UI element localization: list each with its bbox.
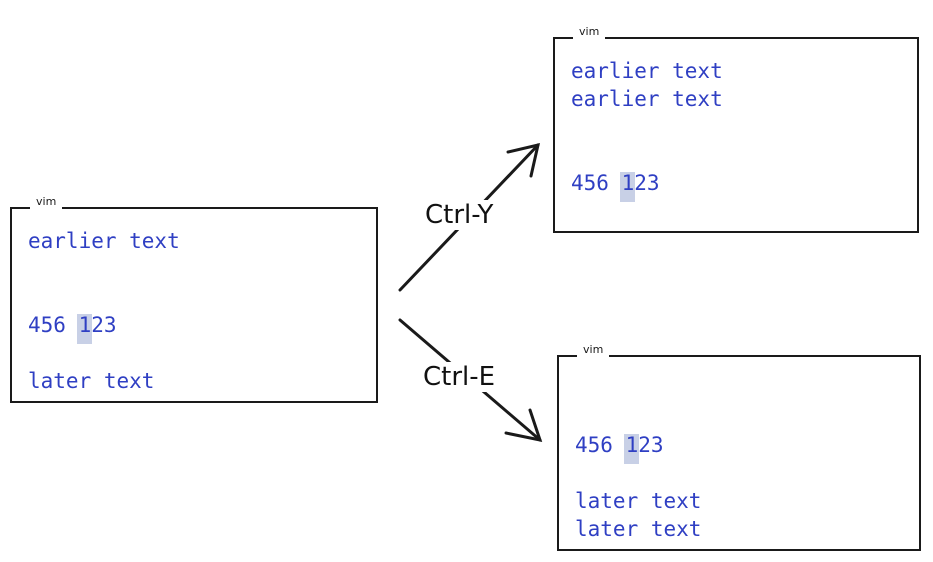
- cursor: 123: [623, 431, 664, 464]
- text-line: later text: [575, 517, 702, 541]
- text-line: earlier text: [28, 229, 180, 253]
- text-line: later text: [575, 489, 702, 513]
- window-title: vim: [30, 195, 63, 209]
- window-title: vim: [577, 343, 610, 357]
- vim-window-ctrl-y: vim earlier text earlier text 123 456: [553, 25, 919, 233]
- ctrl-y-arrow-head: [506, 142, 540, 178]
- text-line: 456: [575, 433, 613, 457]
- ctrl-y-label: Ctrl-Y: [423, 200, 496, 230]
- text-line: 123: [78, 313, 117, 337]
- text-line: later text: [28, 369, 155, 393]
- text-line: 456: [571, 171, 609, 195]
- ctrl-e-arrow-head: [504, 408, 543, 442]
- ctrl-e-label: Ctrl-E: [421, 362, 498, 392]
- vim-window-ctrl-e: vim 123 456 later text later text: [557, 343, 921, 551]
- cursor-line: 123: [575, 403, 664, 464]
- text-line: 123: [621, 171, 660, 195]
- vim-window-source: vim earlier text 123 456 later text: [10, 195, 378, 403]
- cursor-line: 123: [571, 141, 660, 202]
- text-line: 456: [28, 313, 66, 337]
- text-line: 123: [625, 433, 664, 457]
- cursor-line: 123: [28, 283, 117, 344]
- cursor: 123: [76, 311, 117, 344]
- cursor: 123: [619, 169, 660, 202]
- text-line: earlier text: [571, 87, 723, 111]
- window-title: vim: [573, 25, 606, 39]
- text-line: earlier text: [571, 59, 723, 83]
